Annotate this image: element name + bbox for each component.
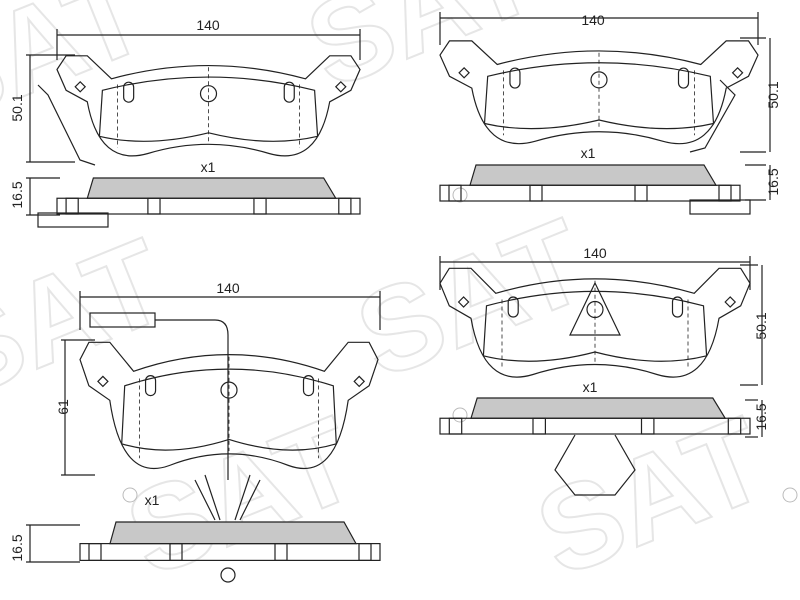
quantity-label-2: x1 [581, 145, 596, 161]
registered-mark [452, 187, 468, 203]
locating-diamond-left [458, 66, 470, 79]
locating-diamond-right [334, 80, 347, 93]
backing-plate-outline [79, 341, 379, 470]
locating-diamond-left [97, 375, 109, 388]
plate-tab [718, 184, 732, 202]
registered-mark [782, 487, 798, 503]
plate-tab [253, 197, 267, 215]
plate-tab [529, 184, 543, 202]
plate-tab [65, 197, 79, 215]
friction-outline [483, 62, 715, 130]
height-dimension-2: 50.1 [765, 81, 781, 108]
center-spring [569, 281, 621, 336]
slot-left [123, 81, 135, 103]
sensor-plug [220, 567, 236, 583]
plate-tab [727, 417, 742, 435]
plate-tab [640, 417, 655, 435]
plate-tab [147, 197, 161, 215]
plate-tab [358, 542, 372, 561]
friction-outline [98, 76, 319, 142]
slot-left [144, 375, 157, 397]
slot-left [509, 67, 521, 89]
backing-plate-outline [439, 267, 751, 378]
plate-tab [169, 542, 183, 561]
locating-diamond-left [457, 296, 470, 308]
center-clip [554, 434, 636, 496]
slot-left [507, 296, 519, 318]
center-hole [586, 300, 604, 319]
width-dimension-4: 140 [583, 245, 607, 261]
center-hole [220, 381, 238, 399]
backing-plate-side [439, 184, 741, 202]
quantity-label-1: x1 [201, 159, 216, 175]
plate-tab [532, 417, 546, 435]
backing-plate-side [56, 197, 361, 215]
friction-outline [121, 368, 337, 451]
plate-tab [88, 542, 102, 561]
backing-plate-side [439, 417, 751, 435]
height-dimension-3: 61 [55, 399, 71, 415]
plate-tab [448, 184, 462, 202]
spring-clip-side [689, 199, 751, 215]
retaining-clip [194, 474, 261, 521]
slot-right [677, 67, 690, 89]
width-dimension-2: 140 [581, 12, 605, 28]
plate-tab [634, 184, 648, 202]
center-hole [590, 71, 608, 89]
thickness-dimension-3: 16.5 [9, 534, 25, 561]
spring-clip [689, 79, 736, 153]
locating-diamond-right [731, 66, 744, 79]
thickness-dimension-1: 16.5 [9, 181, 25, 208]
locating-diamond-right [724, 296, 737, 308]
backing-plate-side [79, 542, 381, 561]
locating-diamond-left [74, 80, 87, 93]
locating-diamond-right [353, 375, 366, 388]
backing-plate-outline [56, 55, 361, 157]
slot-right [671, 296, 684, 318]
slot-right [283, 81, 295, 103]
backing-plate-outline [439, 40, 759, 145]
plate-tab [448, 417, 463, 435]
width-dimension-1: 140 [196, 17, 220, 33]
width-dimension-3: 140 [216, 280, 240, 296]
friction-outline [482, 290, 708, 362]
height-dimension-4: 50.1 [753, 312, 769, 339]
slot-right [302, 375, 315, 397]
spring-clip-side [37, 212, 109, 228]
thickness-dimension-2: 16.5 [765, 168, 781, 195]
registered-mark [122, 487, 138, 503]
quantity-label-4: x1 [583, 379, 598, 395]
height-dimension-1: 50.1 [9, 94, 25, 121]
thickness-dimension-4: 16.5 [753, 403, 769, 430]
quantity-label-3: x1 [145, 492, 160, 508]
center-hole [199, 85, 218, 103]
plate-tab [338, 197, 352, 215]
spring-clip [37, 84, 96, 166]
registered-mark [452, 407, 468, 423]
plate-tab [274, 542, 288, 561]
wear-sensor-wire [155, 319, 229, 480]
